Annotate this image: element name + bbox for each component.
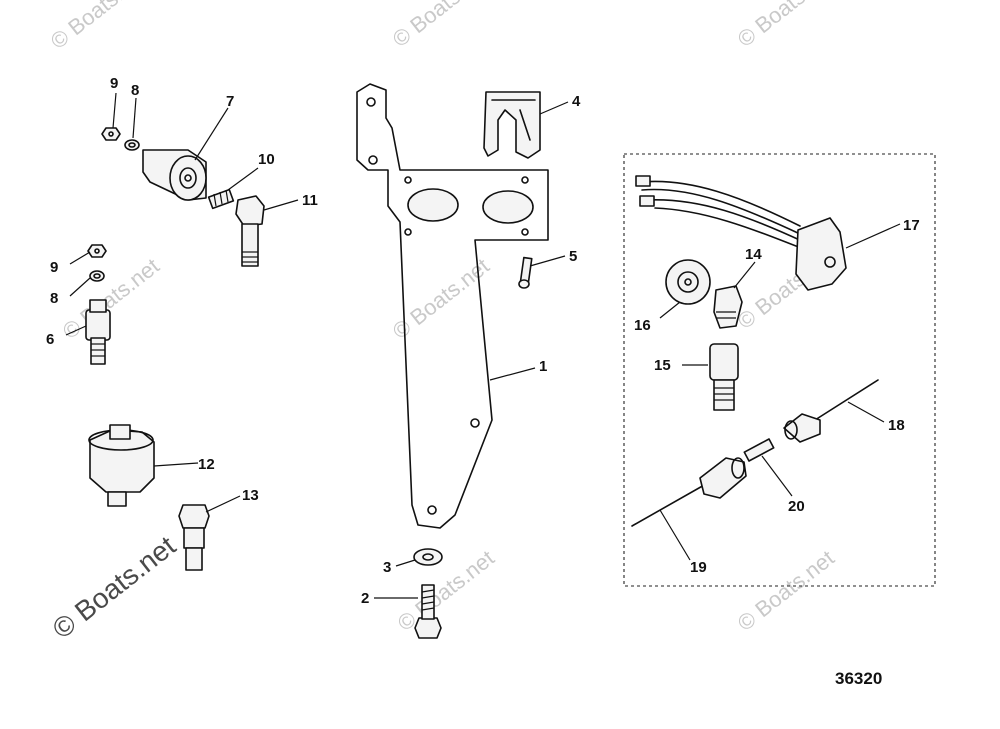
watermark: © Boats.net	[46, 0, 152, 54]
part-16-sender	[665, 259, 711, 305]
part-18-lead	[783, 379, 879, 443]
callout-12: 12	[198, 456, 215, 473]
callout-1: 1	[539, 358, 547, 375]
callout-8: 8	[50, 290, 58, 307]
part-13-switch	[178, 504, 210, 571]
callout-2: 2	[361, 590, 369, 607]
callout-20: 20	[788, 498, 805, 515]
callout-14: 14	[745, 246, 762, 263]
part-4-clip	[483, 91, 541, 159]
part-14-elbow	[713, 285, 743, 329]
part-9-nut-upper	[101, 127, 121, 141]
callout-9: 9	[110, 75, 118, 92]
callout-16: 16	[634, 317, 651, 334]
part-12-sensor	[88, 424, 155, 507]
watermark: © Boats.net	[58, 253, 164, 344]
callout-17: 17	[903, 217, 920, 234]
callout-6: 6	[46, 331, 54, 348]
watermark-large: © Boats.net	[47, 530, 182, 645]
callout-19: 19	[690, 559, 707, 576]
watermark: © Boats.net	[393, 545, 499, 636]
part-20-pin	[743, 438, 775, 462]
callout-18: 18	[888, 417, 905, 434]
callout-11: 11	[302, 192, 318, 209]
part-11-adapter	[235, 195, 265, 267]
part-9-nut-lower	[87, 244, 107, 258]
part-2-bolt	[414, 584, 442, 639]
watermark: © Boats.net	[388, 0, 494, 52]
callout-5: 5	[569, 248, 577, 265]
part-1-bracket	[356, 83, 549, 529]
part-3-washer	[413, 548, 443, 566]
callout-15: 15	[654, 357, 671, 374]
watermark: © Boats.net	[733, 0, 839, 52]
part-8-washer-upper	[124, 139, 140, 151]
callout-13: 13	[242, 487, 259, 504]
callout-4: 4	[572, 93, 581, 110]
part-5-screw	[518, 256, 533, 289]
callout-10: 10	[258, 151, 275, 168]
diagram-reference-number: 36320	[835, 669, 882, 688]
part-15-adapter	[709, 343, 739, 411]
part-8-washer-lower	[89, 270, 105, 282]
leader-lines	[65, 92, 901, 599]
callout-7: 7	[226, 93, 234, 110]
part-17-harness	[635, 175, 847, 291]
callout-9: 9	[50, 259, 58, 276]
part-6-sender	[85, 299, 111, 365]
part-10-fitting	[207, 188, 235, 210]
callout-3: 3	[383, 559, 391, 576]
part-19-lead	[631, 457, 747, 527]
watermark: © Boats.net	[733, 545, 839, 636]
part-7-gauge-sender	[142, 149, 207, 201]
callout-8: 8	[131, 82, 139, 99]
callout-labels: 9 8 7 10 11 9 8 6 4 5 1 12 13 3 2 17 14 …	[46, 75, 920, 607]
